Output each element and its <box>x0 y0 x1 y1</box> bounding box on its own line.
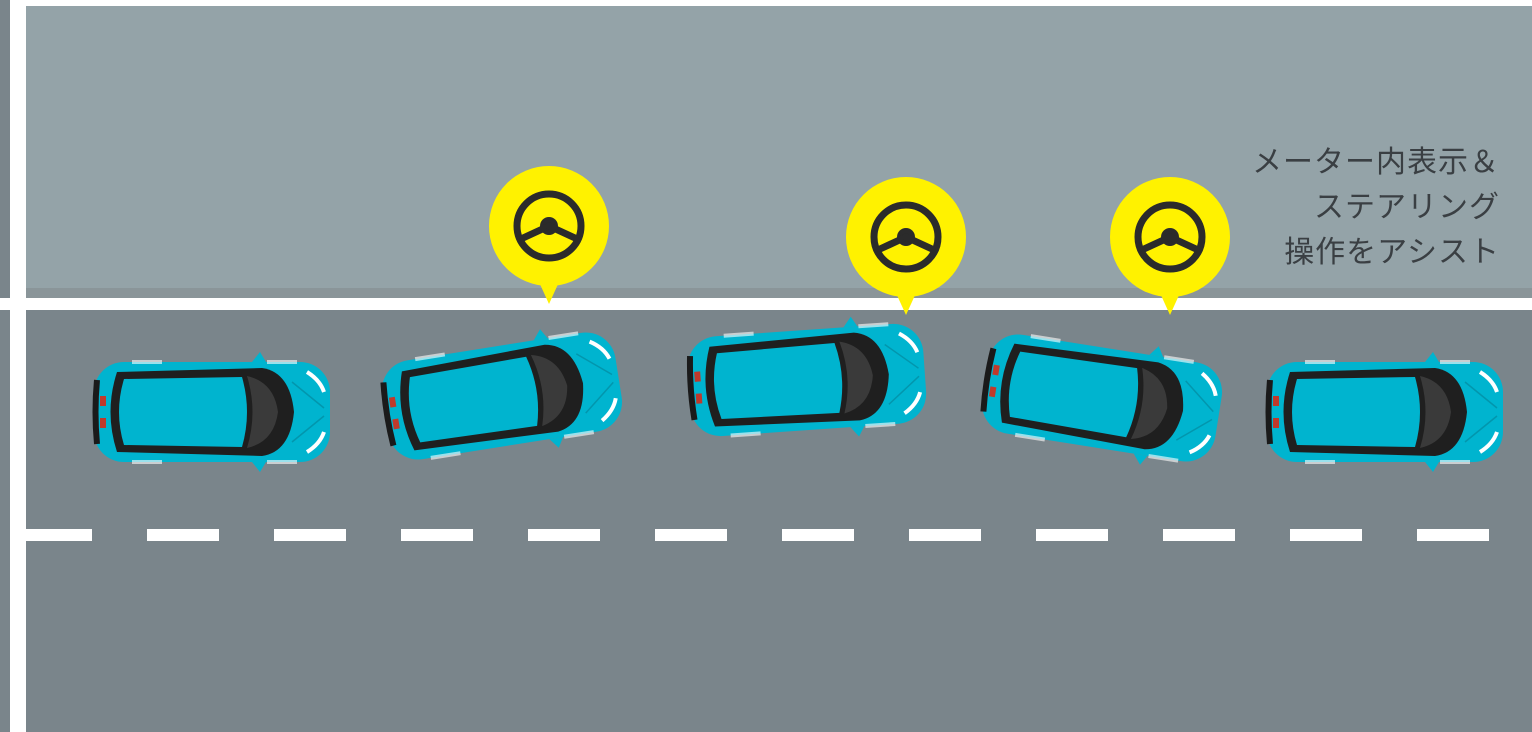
lane-dash <box>782 529 854 541</box>
lane-dash <box>147 529 219 541</box>
car-5 <box>1267 352 1503 472</box>
lane-dash <box>401 529 473 541</box>
lane-dash <box>20 529 92 541</box>
lane-dash <box>528 529 600 541</box>
car-1 <box>94 352 330 472</box>
caption-line-1: メーター内表示＆ <box>1252 140 1500 185</box>
lane-dash <box>1417 529 1489 541</box>
lane-dash <box>1163 529 1235 541</box>
left-strip <box>0 0 10 732</box>
lane-dash <box>909 529 981 541</box>
solid-lane-line <box>0 298 1532 310</box>
lane-dash <box>655 529 727 541</box>
caption: メーター内表示＆ ステアリング 操作をアシスト <box>1252 140 1500 275</box>
caption-line-3: 操作をアシスト <box>1252 230 1500 275</box>
top-border <box>0 0 1532 6</box>
lane-dash <box>1036 529 1108 541</box>
lane-dash <box>274 529 346 541</box>
caption-line-2: ステアリング <box>1252 185 1500 230</box>
lane-dash <box>1290 529 1362 541</box>
left-edge-line <box>10 0 26 732</box>
